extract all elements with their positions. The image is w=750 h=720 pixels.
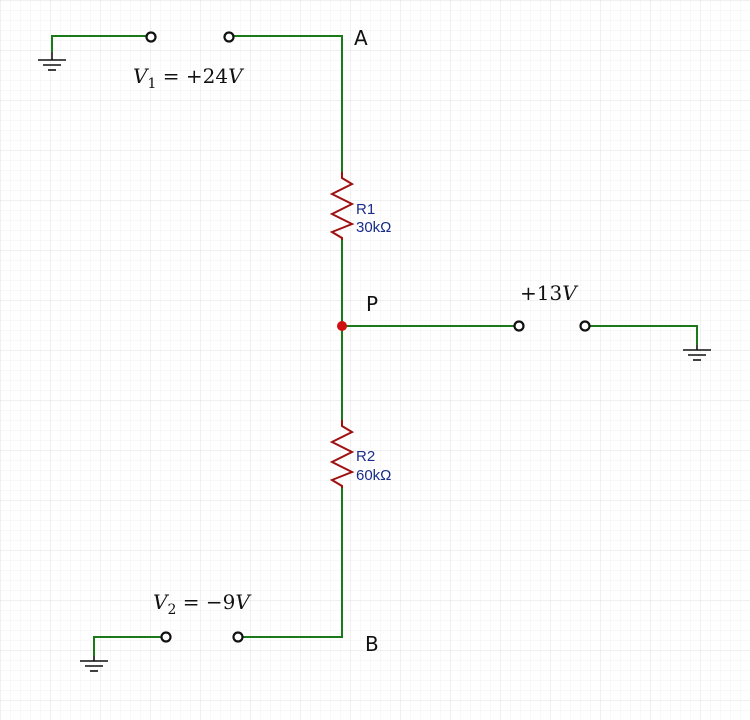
terminal-icon <box>145 31 157 43</box>
source-v2-unit: V <box>235 590 252 614</box>
terminals <box>145 31 591 643</box>
node-label-a: A <box>354 26 368 50</box>
terminal-icon <box>579 320 591 332</box>
wire-v2-ground <box>93 636 161 656</box>
source-vp-label: +13V <box>520 281 579 305</box>
ground-icon <box>683 345 711 361</box>
resistor-r1-value: 30kΩ <box>356 219 391 236</box>
wire-v1-to-a <box>234 35 343 172</box>
resistor-r2-name: R2 <box>356 448 375 465</box>
source-vp-expr: +13 <box>520 281 562 305</box>
source-v2-label: V2 = −9V <box>153 590 252 618</box>
resistor-r2-value: 60kΩ <box>356 467 391 484</box>
source-v1-subscript: 1 <box>147 76 156 92</box>
wire-v1-ground <box>51 35 146 52</box>
source-v2-symbol: V <box>153 590 170 614</box>
source-v2-expr: = −9 <box>176 590 235 614</box>
source-v1-symbol: V <box>133 64 150 88</box>
source-v2-subscript: 2 <box>167 602 176 618</box>
node-label-b: B <box>365 632 379 656</box>
wires <box>51 35 698 656</box>
resistor-r1-name: R1 <box>356 201 375 218</box>
terminal-icon <box>223 31 235 43</box>
source-v1-unit: V <box>228 64 245 88</box>
resistor-r2-icon <box>329 420 355 488</box>
node-label-p: P <box>366 292 378 316</box>
source-v1-expr: = +24 <box>156 64 228 88</box>
ground-icon <box>38 52 66 71</box>
ground-icon <box>80 656 108 672</box>
wire-vp-ground <box>590 325 698 345</box>
wire-r2-to-b <box>243 488 343 638</box>
terminal-icon <box>160 631 172 643</box>
source-vp-unit: V <box>562 281 579 305</box>
resistor-r1-icon <box>329 172 355 240</box>
terminal-icon <box>513 320 525 332</box>
terminal-icon <box>232 631 244 643</box>
source-v1-label: V1 = +24V <box>133 64 245 92</box>
node-dot-icon <box>337 321 347 331</box>
